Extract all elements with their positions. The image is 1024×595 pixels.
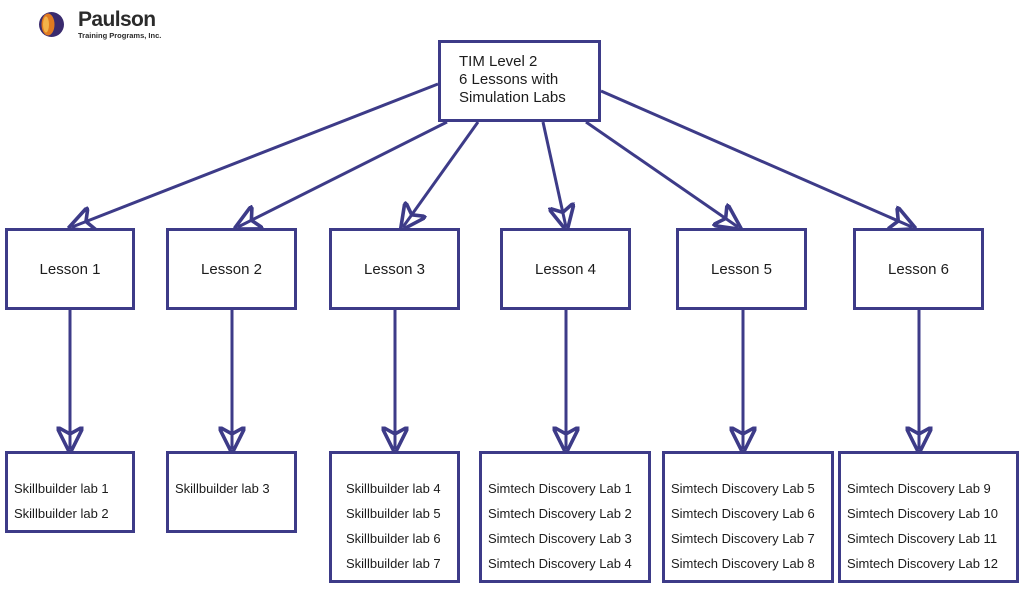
lab-item: Simtech Discovery Lab 7 xyxy=(671,531,815,546)
lab-item: Simtech Discovery Lab 9 xyxy=(847,481,991,496)
root-line-3: Simulation Labs xyxy=(459,89,566,106)
root-line-1: TIM Level 2 xyxy=(459,53,538,70)
lab-item: Simtech Discovery Lab 10 xyxy=(847,506,999,521)
lesson-2-label: Lesson 2 xyxy=(201,260,262,278)
lesson-5-label: Lesson 5 xyxy=(711,260,772,278)
lesson-5-labs-box: Simtech Discovery Lab 5 Simtech Discover… xyxy=(662,451,834,583)
lab-item: Skillbuilder lab 6 xyxy=(346,531,441,546)
lab-item: Simtech Discovery Lab 2 xyxy=(488,506,632,521)
lesson-4-labs-box: Simtech Discovery Lab 1 Simtech Discover… xyxy=(479,451,651,583)
lesson-1-labs-box: Skillbuilder lab 1 Skillbuilder lab 2 xyxy=(5,451,135,533)
lesson-5-box: Lesson 5 xyxy=(676,228,807,310)
lesson-2-labs-box: Skillbuilder lab 3 xyxy=(166,451,297,533)
arrow-root-to-lesson-3 xyxy=(403,121,480,227)
lab-item: Skillbuilder lab 7 xyxy=(346,556,441,571)
lesson-1-label: Lesson 1 xyxy=(39,260,101,278)
lesson-6-labs-box: Simtech Discovery Lab 9 Simtech Discover… xyxy=(838,451,1019,583)
lesson-6-label: Lesson 6 xyxy=(888,260,949,278)
lesson-6-box: Lesson 6 xyxy=(853,228,984,310)
lab-item: Skillbuilder lab 4 xyxy=(346,481,441,496)
lab-item: Skillbuilder lab 2 xyxy=(14,506,109,521)
lab-item: Simtech Discovery Lab 5 xyxy=(671,481,815,496)
arrow-root-to-lesson-2 xyxy=(238,120,448,227)
lesson-3-labs-box: Skillbuilder lab 4 Skillbuilder lab 5 Sk… xyxy=(329,451,460,583)
lab-item: Skillbuilder lab 1 xyxy=(14,481,109,496)
logo-subtitle: Training Programs, Inc. xyxy=(78,31,162,40)
lesson-1-box: Lesson 1 xyxy=(5,228,135,310)
lesson-4-box: Lesson 4 xyxy=(500,228,631,310)
lab-item: Simtech Discovery Lab 6 xyxy=(671,506,815,521)
root-line-2: 6 Lessons with xyxy=(459,71,559,88)
lab-item: Skillbuilder lab 3 xyxy=(175,481,270,496)
lab-item: Simtech Discovery Lab 8 xyxy=(671,556,815,571)
arrow-root-to-lesson-5 xyxy=(585,120,738,227)
lab-item: Simtech Discovery Lab 11 xyxy=(847,531,998,546)
lab-item: Simtech Discovery Lab 3 xyxy=(488,531,632,546)
arrow-root-to-lesson-6 xyxy=(600,89,912,227)
logo-name: Paulson xyxy=(78,8,156,31)
arrow-root-to-lesson-4 xyxy=(541,121,566,227)
logo-globe-icon xyxy=(39,12,64,37)
lab-item: Simtech Discovery Lab 4 xyxy=(488,556,632,571)
lab-item: Simtech Discovery Lab 12 xyxy=(847,556,999,571)
lesson-3-label: Lesson 3 xyxy=(364,260,425,278)
lesson-4-label: Lesson 4 xyxy=(535,260,596,278)
lab-item: Skillbuilder lab 5 xyxy=(346,506,441,521)
company-logo: Paulson Training Programs, Inc. xyxy=(38,8,178,44)
arrow-root-to-lesson-1 xyxy=(72,82,439,227)
lesson-2-box: Lesson 2 xyxy=(166,228,297,310)
lab-item: Simtech Discovery Lab 1 xyxy=(488,481,632,496)
lesson-3-box: Lesson 3 xyxy=(329,228,460,310)
root-node-box: TIM Level 2 6 Lessons with Simulation La… xyxy=(438,40,601,122)
